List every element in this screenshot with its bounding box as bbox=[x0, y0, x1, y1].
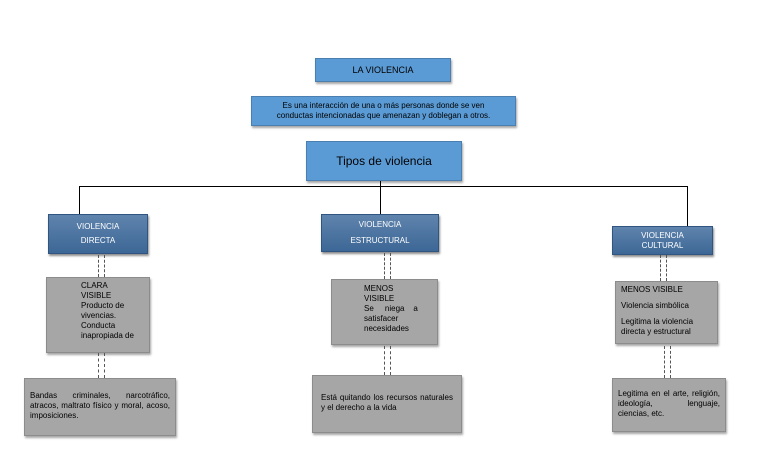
header-line-1: VIOLENCIA bbox=[641, 230, 684, 240]
types-box: Tipos de violencia bbox=[306, 141, 462, 181]
title-box: LA VIOLENCIA bbox=[315, 58, 451, 82]
detail-line: Violencia simbólica bbox=[621, 301, 689, 310]
example-text: Legitima en el arte, religión, ideología… bbox=[618, 389, 720, 418]
types-title: Tipos de violencia bbox=[336, 154, 432, 168]
detail-line: inapropiada de bbox=[81, 331, 134, 340]
detail-cultural: MENOS VISIBLE Violencia simbólica Legiti… bbox=[615, 281, 718, 344]
header-line-2: DIRECTA bbox=[80, 236, 116, 245]
dash-connector bbox=[670, 346, 671, 378]
dash-connector bbox=[104, 255, 105, 277]
detail-line: VISIBLE bbox=[364, 294, 395, 303]
header-violencia-estructural: VIOLENCIA ESTRUCTURAL bbox=[321, 214, 439, 252]
example-text: Bandas criminales, narcotráfico, atracos… bbox=[30, 391, 170, 420]
dash-connector bbox=[104, 353, 105, 378]
title-text: LA VIOLENCIA bbox=[352, 65, 414, 75]
connector-right bbox=[687, 186, 688, 226]
definition-line-2: conductas intencionadas que amenazan y d… bbox=[276, 111, 491, 120]
detail-estructural: MENOS VISIBLE Se niega a satisfacer nece… bbox=[331, 279, 438, 345]
header-line-2: CULTURAL bbox=[641, 240, 684, 250]
dash-connector bbox=[390, 346, 391, 375]
dash-connector bbox=[390, 253, 391, 279]
dash-connector bbox=[98, 353, 99, 378]
detail-line: satisfacer bbox=[364, 314, 399, 323]
detail-line: necesidades bbox=[364, 324, 409, 333]
detail-line: MENOS VISIBLE bbox=[621, 285, 683, 294]
connector-center bbox=[380, 181, 381, 214]
definition-line-1: Es una interacción de una o más personas… bbox=[282, 101, 485, 110]
header-line-2: ESTRUCTURAL bbox=[350, 236, 410, 245]
dash-connector bbox=[660, 255, 661, 281]
horizontal-connector bbox=[79, 186, 688, 187]
example-estructural: Está quitando los recursos naturales y e… bbox=[312, 375, 462, 433]
detail-line: vivencias. bbox=[81, 311, 117, 320]
connector-left bbox=[79, 186, 80, 214]
example-text: Está quitando los recursos naturales y e… bbox=[321, 393, 453, 412]
dash-connector bbox=[98, 255, 99, 277]
header-line-1: VIOLENCIA bbox=[76, 222, 120, 231]
dash-connector bbox=[664, 346, 665, 378]
detail-line: Se niega a bbox=[364, 304, 418, 313]
detail-line: VISIBLE bbox=[81, 291, 112, 300]
example-directa: Bandas criminales, narcotráfico, atracos… bbox=[24, 378, 176, 436]
detail-line: directa y estructural bbox=[621, 327, 691, 336]
detail-line: Producto de bbox=[81, 301, 125, 310]
definition-box: Es una interacción de una o más personas… bbox=[251, 96, 516, 126]
dash-connector bbox=[384, 253, 385, 279]
detail-directa: CLARA VISIBLE Producto de vivencias. Con… bbox=[46, 277, 150, 353]
detail-line: MENOS bbox=[364, 284, 394, 293]
detail-line: CLARA bbox=[81, 281, 108, 290]
detail-line: Conducta bbox=[81, 321, 116, 330]
dash-connector bbox=[384, 346, 385, 375]
detail-line: Legitima la violencia bbox=[621, 317, 694, 326]
dash-connector bbox=[666, 255, 667, 281]
example-cultural: Legitima en el arte, religión, ideología… bbox=[612, 378, 726, 432]
header-violencia-cultural: VIOLENCIA CULTURAL bbox=[612, 226, 713, 255]
header-violencia-directa: VIOLENCIA DIRECTA bbox=[48, 214, 148, 254]
header-line-1: VIOLENCIA bbox=[358, 220, 402, 229]
